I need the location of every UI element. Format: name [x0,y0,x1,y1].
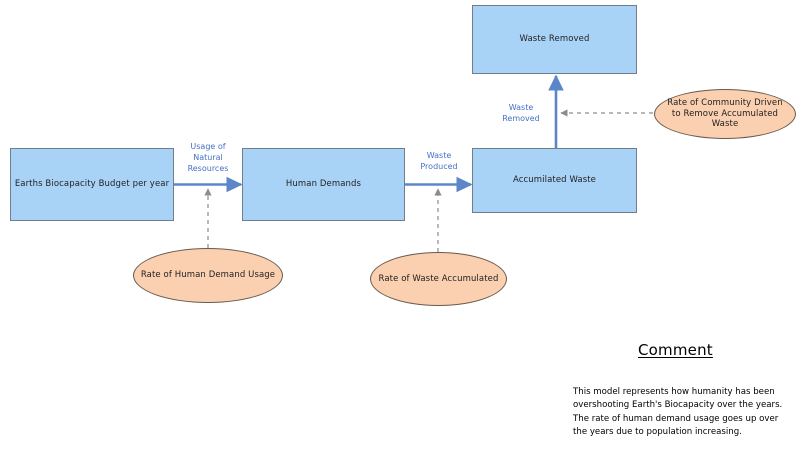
flow-label-waste-produced: Waste Produced [420,151,458,171]
comment-heading: Comment [638,341,713,359]
stock-label: Waste Removed [519,34,590,45]
comment-body: This model represents how humanity has b… [573,387,783,437]
stock-waste-removed[interactable]: Waste Removed [472,5,637,74]
rate-label: Rate of Waste Accumulated [378,273,499,284]
rate-label: Rate of Human Demand Usage [140,270,276,281]
flow-label-waste-removed: Waste Removed [502,103,540,123]
stock-human-demands[interactable]: Human Demands [242,148,405,221]
stock-label: Earths Biocapacity Budget per year [14,179,170,190]
stock-label: Human Demands [285,179,362,190]
rate-of-human-demand-usage[interactable]: Rate of Human Demand Usage [133,248,283,303]
flow-label-usage-of-natural-resources: Usage of Natural Resources [187,142,229,173]
stock-accumilated-waste[interactable]: Accumilated Waste [472,148,637,213]
rate-of-community-driven-to-remove-accumulated-waste[interactable]: Rate of Community Driven to Remove Accum… [654,89,796,139]
stock-label: Accumilated Waste [512,175,597,186]
rate-of-waste-accumulated[interactable]: Rate of Waste Accumulated [370,252,507,306]
rate-label: Rate of Community Driven to Remove Accum… [667,98,783,130]
stock-earths-biocapacity-budget[interactable]: Earths Biocapacity Budget per year [10,148,174,221]
